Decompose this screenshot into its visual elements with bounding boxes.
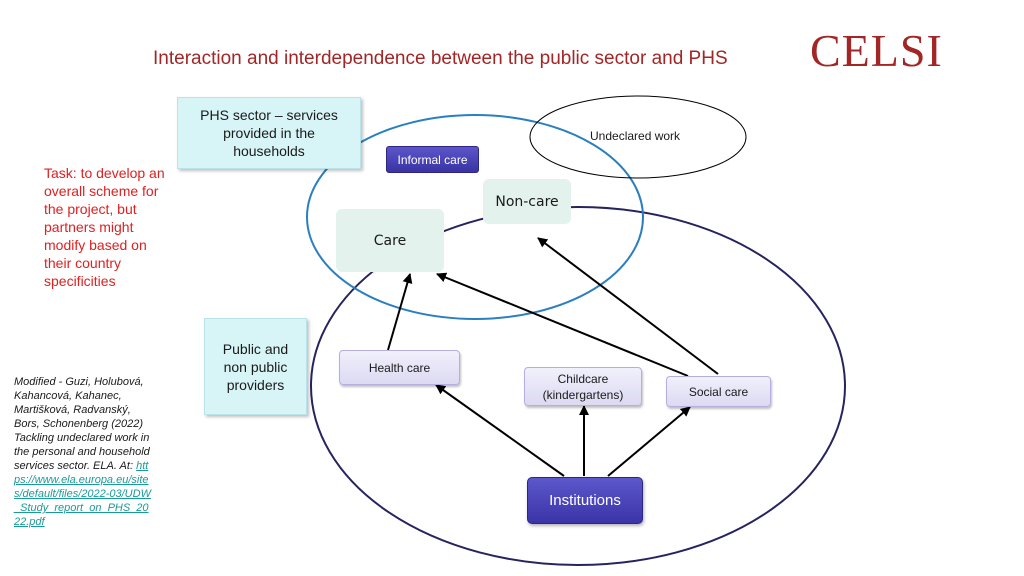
reference-text: Modified - Guzi, Holubová, Kahancová, Ka… — [14, 376, 150, 472]
social-care-box: Social care — [666, 376, 771, 407]
task-note: Task: to develop an overall scheme for t… — [44, 165, 165, 289]
arrow-health-to-care — [387, 273, 413, 351]
non-care-label: Non-care — [495, 193, 559, 210]
arrow-social-to-noncare — [537, 237, 719, 375]
non-care-box: Non-care — [483, 179, 571, 224]
phs-sector-box: PHS sector – services provided in the ho… — [177, 97, 361, 169]
arrow-institutions-to-social — [607, 406, 691, 477]
institutions-box: Institutions — [527, 477, 643, 524]
svg-text:CELSI: CELSI — [810, 26, 943, 72]
informal-care-label: Informal care — [397, 152, 468, 167]
phs-sector-label: PHS sector – services provided in the ho… — [200, 107, 338, 159]
undeclared-work-label: Undeclared work — [590, 129, 681, 143]
care-box: Care — [336, 209, 444, 272]
reference-link[interactable]: https://www.ela.europa.eu/sites/default/… — [14, 460, 151, 528]
health-care-label: Health care — [368, 360, 431, 375]
informal-care-box: Informal care — [386, 146, 479, 173]
arrow-institutions-to-health — [435, 384, 565, 477]
public-providers-box: Public and non public providers — [204, 318, 307, 415]
institutions-label: Institutions — [549, 492, 621, 509]
page-title: Interaction and interdependence between … — [153, 48, 728, 69]
public-sector-ellipse — [310, 206, 846, 566]
undeclared-work-ellipse — [529, 95, 747, 179]
childcare-box: Childcare (kindergartens) — [524, 367, 642, 406]
care-label: Care — [373, 232, 407, 249]
childcare-label: Childcare (kindergartens) — [542, 371, 624, 402]
public-providers-label: Public and non public providers — [222, 340, 289, 393]
phs-sector-ellipse — [306, 114, 644, 320]
celsi-logo: CELSI — [810, 26, 943, 72]
arrow-social-to-care — [436, 272, 689, 377]
health-care-box: Health care — [339, 350, 460, 385]
reference-note: Modified - Guzi, Holubová, Kahancová, Ka… — [14, 375, 154, 529]
social-care-label: Social care — [688, 384, 749, 399]
